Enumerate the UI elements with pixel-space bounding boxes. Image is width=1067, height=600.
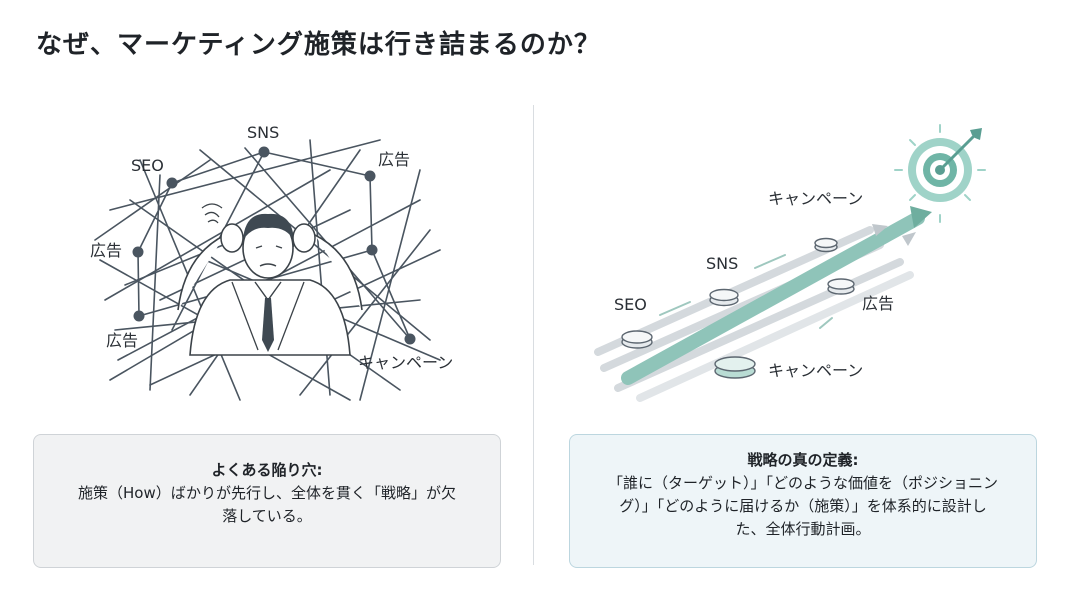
- right-label-ad: 広告: [862, 294, 894, 313]
- main-arrowhead: [910, 206, 932, 228]
- pitfall-card: よくある陥り穴: 施策（How）ばかりが先行し、全体を貫く「戦略」が欠落している…: [33, 434, 501, 568]
- pitfall-heading: よくある陥り穴:: [211, 461, 323, 479]
- right-label-seo: SEO: [614, 295, 647, 314]
- left-label-sns: SNS: [247, 123, 279, 142]
- left-label-ad-top: 広告: [378, 150, 410, 169]
- right-label-campaign-top: キャンペーン: [768, 189, 863, 208]
- pitfall-body: 施策（How）ばかりが先行し、全体を貫く「戦略」が欠落している。: [77, 484, 457, 525]
- strategy-heading: 戦略の真の定義:: [747, 451, 859, 469]
- right-label-campaign-bottom: キャンペーン: [768, 361, 863, 380]
- left-label-ad-bottom: 広告: [106, 331, 138, 350]
- target-icon: [894, 124, 986, 223]
- center-divider: [533, 105, 534, 565]
- strategy-definition-card: 戦略の真の定義: 「誰に（ターゲット）」「どのような価値を（ポジショニング）」「…: [569, 434, 1037, 568]
- tangle-nodes: [132, 146, 416, 345]
- left-label-campaign: キャンペーン: [358, 353, 453, 372]
- stressed-person-icon: [177, 203, 363, 356]
- tactic-discs: [621, 237, 855, 379]
- page-title: なぜ、マーケティング施策は行き詰まるのか？: [36, 30, 601, 60]
- strategy-body: 「誰に（ターゲット）」「どのような価値を（ポジショニング）」「どのように届けるか…: [608, 474, 999, 538]
- left-label-ad-left: 広告: [90, 241, 122, 260]
- right-label-sns: SNS: [706, 254, 738, 273]
- left-label-seo: SEO: [131, 156, 164, 175]
